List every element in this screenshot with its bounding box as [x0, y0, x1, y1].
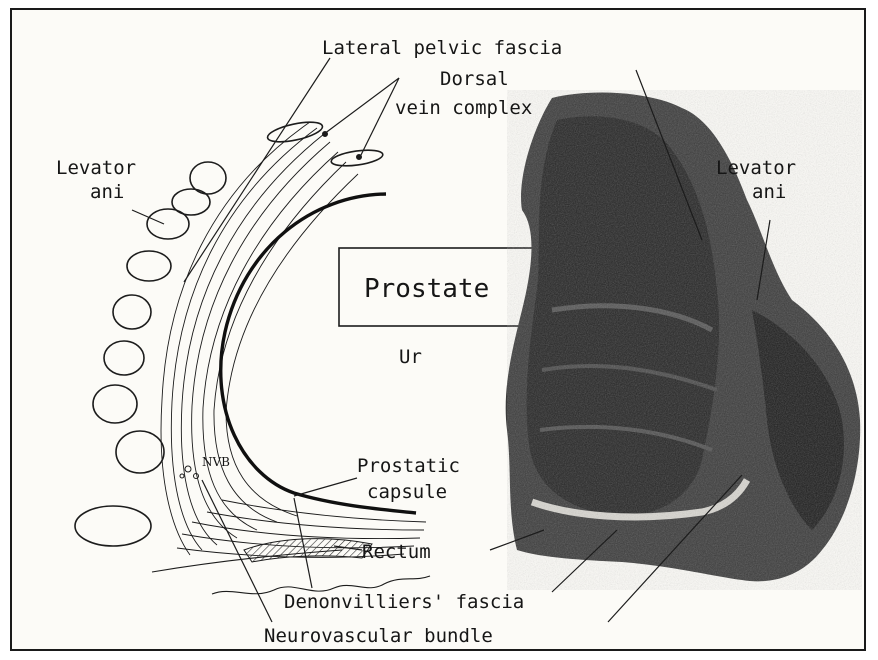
rectum-label: Rectum: [362, 541, 431, 563]
muscle-bundle: [116, 431, 164, 473]
urethra-label: Ur: [399, 346, 422, 368]
lateral-pelvic-fascia-label: Lateral pelvic fascia: [322, 37, 562, 59]
muscle-bundle: [147, 209, 189, 239]
levator-ani-bundles: [75, 162, 226, 546]
levator-right-label-2: ani: [752, 181, 786, 203]
prostate-label: Prostate: [364, 274, 489, 304]
anatomy-diagram: NVB Prostate Ur: [12, 10, 864, 649]
muscle-bundle: [104, 341, 144, 375]
figure-frame: NVB Prostate Ur: [10, 8, 866, 651]
muscle-bundle: [127, 251, 171, 281]
neurovascular-label: Neurovascular bundle: [264, 625, 493, 647]
muscle-bundle: [113, 295, 151, 329]
denonvilliers-label: Denonvilliers' fascia: [284, 591, 524, 613]
rectum-region: [244, 539, 372, 562]
muscle-bundle: [93, 385, 137, 423]
levator-left-label-1: Levator: [56, 157, 136, 179]
histology-section: [506, 90, 862, 590]
capsule-label: capsule: [367, 481, 447, 503]
lateral-pelvic-fascia: [161, 122, 358, 555]
levator-right-label-1: Levator: [716, 157, 796, 179]
dorsal-label: Dorsal: [440, 68, 509, 90]
prostatic-label: Prostatic: [357, 455, 460, 477]
levator-left-label-2: ani: [90, 181, 124, 203]
vein-complex-label: vein complex: [395, 97, 532, 119]
nvb-tag: NVB: [202, 455, 230, 469]
muscle-bundle: [75, 506, 151, 546]
